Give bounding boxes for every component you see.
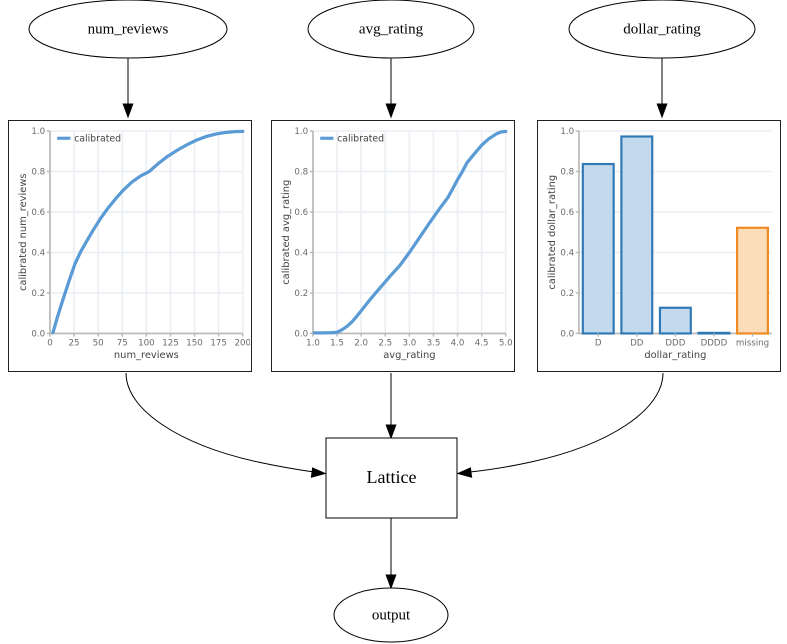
series-line-calibrated <box>51 129 245 335</box>
x-tick-label: 25 <box>69 339 80 349</box>
node-output-label: output <box>372 607 411 623</box>
edge-calibrator-dollar-rating-to-lattice <box>456 372 664 478</box>
node-lattice[interactable]: Lattice <box>325 437 458 519</box>
x-tick-label: missing <box>736 339 769 349</box>
node-dollar-rating[interactable]: dollar_rating <box>568 0 756 59</box>
bar-DDD[interactable] <box>658 306 692 335</box>
x-tick-label: DD <box>630 339 644 349</box>
chart-legend: calibrated <box>320 133 384 144</box>
x-tick-label: 2.0 <box>354 339 368 349</box>
node-output[interactable]: output <box>333 587 449 643</box>
y-tick-label: 0.4 <box>560 249 574 259</box>
y-tick-label: 0.2 <box>294 289 308 299</box>
bar-DDDD[interactable] <box>697 331 731 335</box>
y-tick-label: 0.8 <box>294 168 308 178</box>
x-tick-label: 1.5 <box>330 339 344 349</box>
chart-legend: calibrated <box>57 133 121 144</box>
node-num-reviews[interactable]: num_reviews <box>28 0 228 59</box>
y-tick-label: 0.6 <box>560 208 574 218</box>
y-axis-title: calibrated avg_rating <box>281 180 292 285</box>
x-tick-label: 200 <box>235 339 250 349</box>
edge-dollar-rating-to-calibrator <box>656 58 668 119</box>
x-tick-label: 5.0 <box>499 339 513 349</box>
node-lattice-label: Lattice <box>367 467 417 487</box>
y-tick-label: 1.0 <box>31 127 45 137</box>
node-avg-rating[interactable]: avg_rating <box>307 0 475 59</box>
bar-D[interactable] <box>581 162 615 335</box>
chart-num-reviews-svg: 0 25 50 75 100 125 150 175 200 0.0 0.2 0.4 0.6 0.8 1.0… <box>18 127 250 361</box>
calibrator-plot-avg-rating: 1.0 1.5 2.0 2.5 3.0 3.5 4.0 4.5 5.0 0.0 0.2 0.4 0.6 0… <box>271 120 515 372</box>
x-tick-label: 0 <box>47 339 53 349</box>
x-tick-label: 100 <box>138 339 155 349</box>
edge-calibrator-num-reviews-to-lattice <box>125 372 327 478</box>
x-tick-label: 3.0 <box>402 339 416 349</box>
edge-avg-rating-to-calibrator <box>385 58 397 119</box>
x-tick-label: 4.5 <box>475 339 489 349</box>
x-tick-label: 175 <box>210 339 227 349</box>
bar-missing[interactable] <box>735 226 769 335</box>
y-tick-label: 0.8 <box>31 168 45 178</box>
y-tick-label: 0.4 <box>31 249 45 259</box>
x-axis-title: num_reviews <box>114 350 179 361</box>
chart-avg-rating-svg: 1.0 1.5 2.0 2.5 3.0 3.5 4.0 4.5 5.0 0.0 0.2 0.4 0.6 0… <box>281 127 513 361</box>
y-tick-label: 1.0 <box>560 127 574 137</box>
x-tick-label: DDD <box>665 339 685 349</box>
x-tick-label: 2.5 <box>378 339 392 349</box>
x-axis-title: dollar_rating <box>644 350 706 361</box>
x-tick-label: 3.5 <box>427 339 441 349</box>
legend-label: calibrated <box>74 133 121 144</box>
x-tick-label: 75 <box>117 339 128 349</box>
y-tick-label: 0.0 <box>294 330 308 340</box>
x-tick-label: D <box>595 339 602 349</box>
series-line-calibrated <box>312 129 508 335</box>
edge-lattice-to-output <box>385 518 397 590</box>
y-tick-label: 1.0 <box>294 127 308 137</box>
y-axis-title: calibrated num_reviews <box>18 173 29 291</box>
y-tick-label: 0.6 <box>294 208 308 218</box>
bar-DD[interactable] <box>620 135 654 335</box>
node-avg-rating-label: avg_rating <box>359 21 424 37</box>
calibrator-plot-num-reviews: 0 25 50 75 100 125 150 175 200 0.0 0.2 0.4 0.6 0.8 1.0… <box>8 120 252 372</box>
x-tick-label: 50 <box>93 339 104 349</box>
x-tick-label: 150 <box>186 339 203 349</box>
y-tick-label: 0.0 <box>560 330 574 340</box>
legend-label: calibrated <box>337 133 384 144</box>
x-tick-label: 4.0 <box>451 339 465 349</box>
y-tick-label: 0.2 <box>31 289 45 299</box>
y-tick-label: 0.6 <box>31 208 45 218</box>
node-num-reviews-label: num_reviews <box>88 21 169 37</box>
y-axis-title: calibrated dollar_rating <box>547 175 558 290</box>
edge-num-reviews-to-calibrator <box>122 58 134 119</box>
y-tick-label: 0.0 <box>31 330 45 340</box>
y-tick-label: 0.2 <box>560 289 574 299</box>
x-axis-title: avg_rating <box>383 350 435 361</box>
y-tick-label: 0.8 <box>560 168 574 178</box>
y-tick-label: 0.4 <box>294 249 308 259</box>
x-tick-label: DDDD <box>701 339 728 349</box>
x-tick-label: 1.0 <box>306 339 320 349</box>
x-tick-label: 125 <box>162 339 179 349</box>
edge-calibrator-avg-rating-to-lattice <box>385 373 397 440</box>
node-dollar-rating-label: dollar_rating <box>623 21 701 37</box>
